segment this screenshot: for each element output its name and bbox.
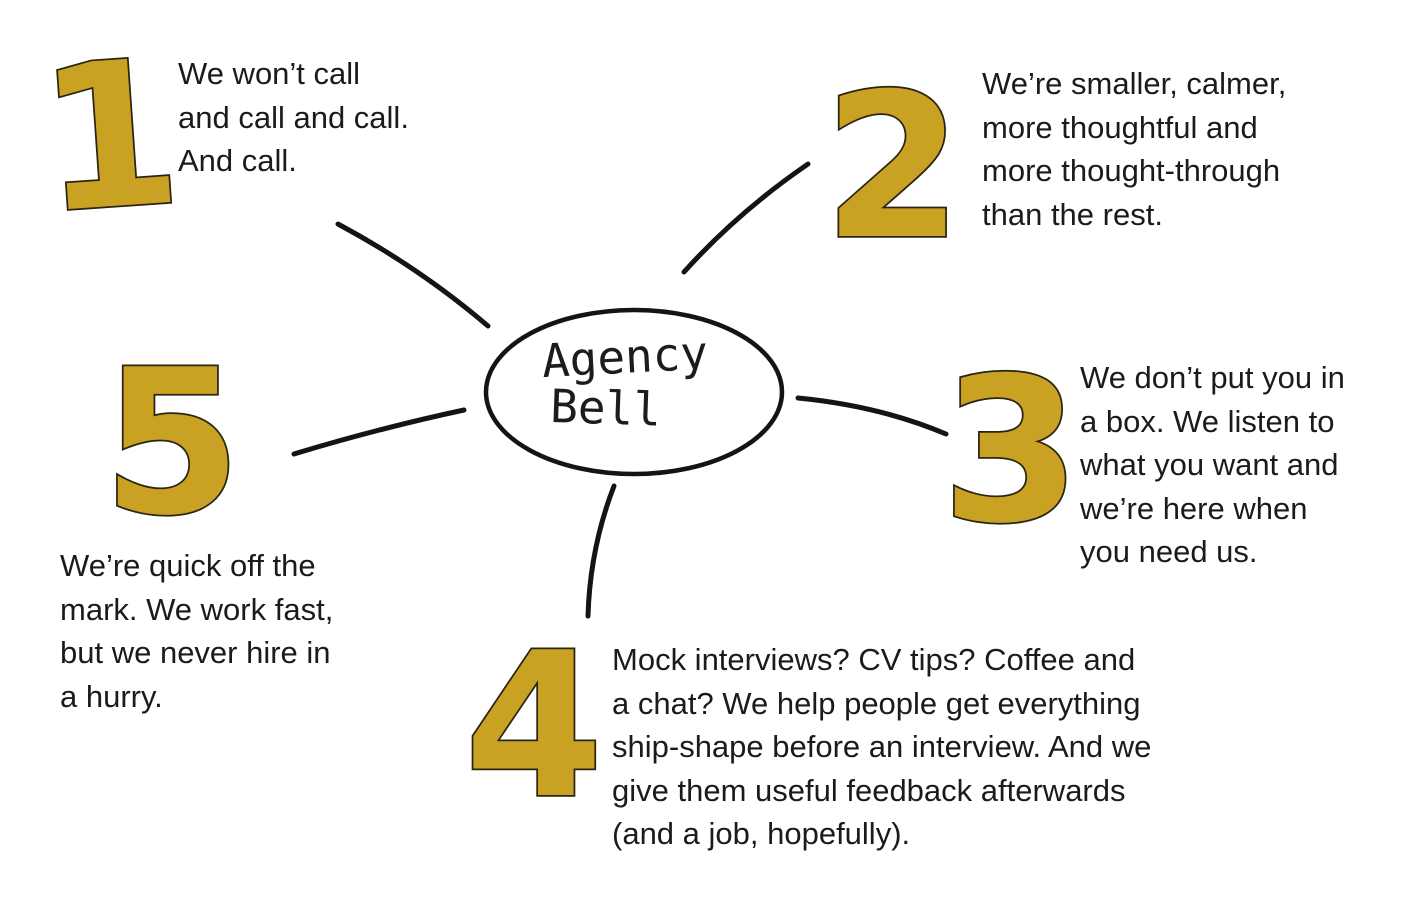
point-4-line: (and a job, hopefully). [612, 816, 911, 851]
point-3-line: what you want and [1080, 447, 1339, 482]
point-5-number: 5 [102, 327, 241, 560]
connector-to-4 [585, 483, 617, 619]
point-5-text: We’re quick off the mark. We work fast, … [60, 544, 333, 718]
point-2-line: more thoughtful and [982, 109, 1258, 145]
point-5-line: We’re quick off the [60, 548, 316, 583]
point-5-line: a hurry. [60, 678, 163, 714]
connector-to-2 [681, 161, 811, 275]
point-3-number: 3 [941, 335, 1080, 568]
point-4-line: a chat? We help people get everything [612, 685, 1141, 721]
point-4-number: 4 [464, 610, 603, 843]
point-1-line: We won’t call [178, 56, 361, 91]
point-5-line: but we never hire in [60, 635, 331, 670]
point-3-line: a box. We listen to [1080, 403, 1335, 439]
point-3-line: we’re here when [1080, 490, 1308, 526]
point-2-text: We’re smaller, calmer, more thoughtful a… [982, 62, 1286, 236]
point-3-line: you need us. [1080, 534, 1258, 569]
center-ellipse [483, 307, 785, 477]
point-4-line: Mock interviews? CV tips? Coffee and [612, 642, 1136, 677]
point-2-line: than the rest. [982, 196, 1163, 232]
point-4-line: ship-shape before an interview. And we [612, 729, 1152, 764]
point-4-text: Mock interviews? CV tips? Coffee and a c… [612, 638, 1151, 856]
point-1-text: We won’t call and call and call. And cal… [178, 52, 409, 183]
center-label-line1: Agency [541, 325, 710, 388]
point-2-line: We’re smaller, calmer, [982, 66, 1287, 101]
center-label-line2: Bell [549, 379, 662, 437]
connector-to-3 [795, 395, 949, 437]
point-1-line: and call and call. [178, 99, 409, 135]
point-2-number: 2 [823, 51, 962, 284]
point-5-line: mark. We work fast, [60, 591, 334, 627]
point-1-line: And call. [178, 143, 297, 178]
point-2-line: more thought-through [982, 153, 1281, 188]
connector-to-5 [291, 407, 467, 457]
point-4-line: give them useful feedback afterwards [612, 772, 1126, 808]
point-1-number: 1 [32, 16, 187, 258]
point-3-line: We don’t put you in [1080, 360, 1345, 395]
connector-to-1 [335, 221, 491, 329]
point-3-text: We don’t put you in a box. We listen to … [1080, 356, 1345, 574]
